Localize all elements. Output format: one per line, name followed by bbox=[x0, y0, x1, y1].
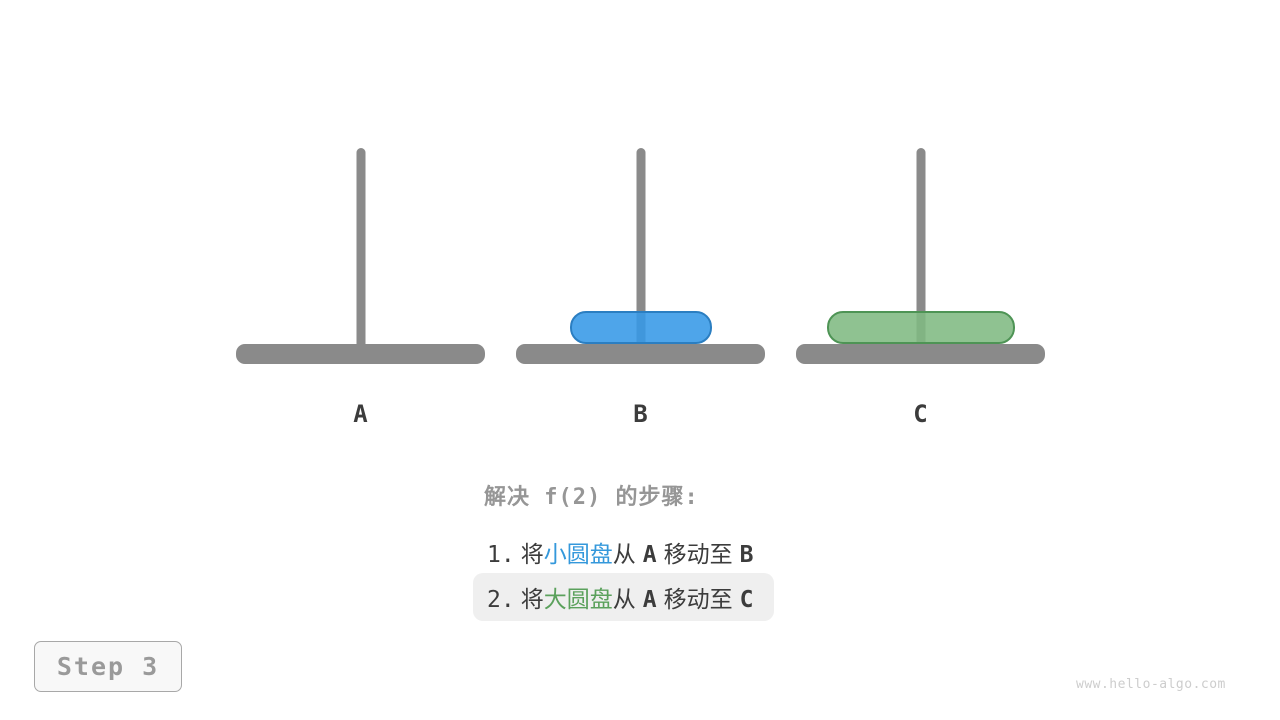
step-2-disk-word: 大圆盘 bbox=[543, 587, 613, 613]
step-2-from-peg: A bbox=[642, 587, 657, 613]
step-1-disk-word: 小圆盘 bbox=[543, 542, 613, 568]
step-2-move: 移动至 bbox=[663, 587, 733, 613]
step-2-pre: 将 bbox=[520, 587, 544, 613]
step-1-pre: 将 bbox=[520, 542, 544, 568]
step-1-from-peg: A bbox=[642, 542, 657, 568]
base-a bbox=[236, 344, 485, 364]
step-1-to-peg: B bbox=[739, 542, 754, 568]
step-2-to-peg: C bbox=[739, 587, 754, 613]
step-1-number: 1. bbox=[487, 542, 515, 568]
step-badge-label: Step 3 bbox=[56, 652, 160, 681]
large-green-disk bbox=[826, 311, 1015, 344]
step-1-mid: 从 bbox=[612, 542, 636, 568]
peg-c bbox=[916, 148, 925, 354]
base-c bbox=[796, 344, 1045, 364]
tower-b: B bbox=[516, 148, 765, 448]
step-badge: Step 3 bbox=[34, 641, 182, 692]
caption-heading: 解决 f(2) 的步骤: bbox=[484, 485, 699, 510]
watermark: www.hello-algo.com bbox=[1076, 677, 1226, 692]
step-1-move: 移动至 bbox=[663, 542, 733, 568]
peg-c-label: C bbox=[913, 400, 928, 428]
peg-a-label: A bbox=[353, 400, 368, 428]
small-blue-disk bbox=[569, 311, 712, 344]
step-2-number: 2. bbox=[487, 587, 515, 613]
peg-b bbox=[636, 148, 645, 354]
step-2-mid: 从 bbox=[612, 587, 636, 613]
tower-c: C bbox=[796, 148, 1045, 448]
tower-a: A bbox=[236, 148, 485, 448]
peg-a bbox=[356, 148, 365, 354]
base-b bbox=[516, 344, 765, 364]
peg-b-label: B bbox=[633, 400, 648, 428]
